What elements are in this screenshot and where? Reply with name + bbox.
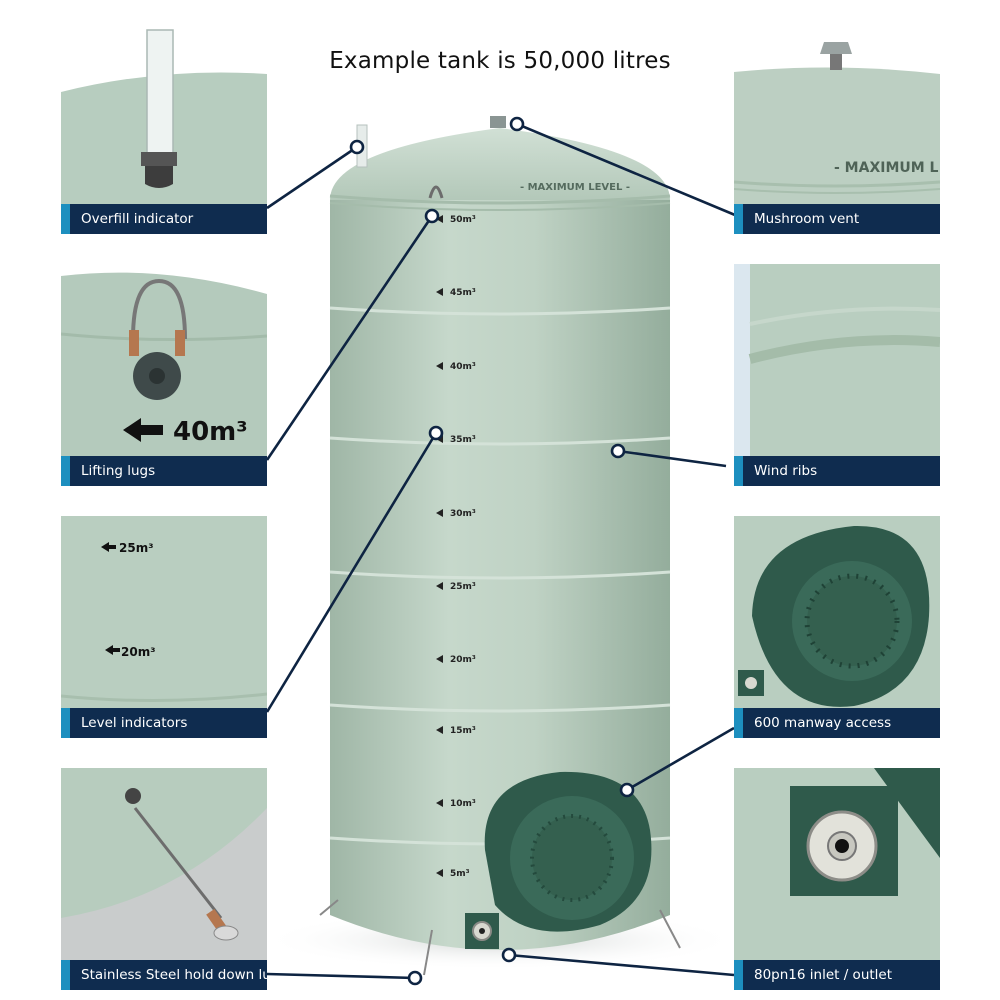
overfill-indicator-illustration: [61, 12, 267, 234]
mushroom-vent-illustration: - MAXIMUM L: [734, 12, 940, 234]
tank-maximum-level-text: - MAXIMUM LEVEL -: [520, 182, 630, 193]
lifting-lugs-illustration: 40m³: [61, 264, 267, 486]
tank-lifting-lug: [428, 185, 444, 199]
overfill-indicator-caption: Overfill indicator: [61, 204, 267, 234]
inlet-outlet-illustration: [734, 768, 940, 990]
level-mark: 35m³: [450, 435, 476, 445]
level-mark: 30m³: [450, 509, 476, 519]
level-mark: 5m³: [450, 869, 470, 879]
panel-manway-access: 600 manway access: [734, 516, 940, 738]
hold-down-lugs-illustration: [61, 768, 267, 990]
tank-level-marks: 50m³ 45m³ 40m³ 35m³ 30m³ 25m³ 20m³ 15m³ …: [450, 215, 476, 879]
lifting-lugs-caption: Lifting lugs: [61, 456, 267, 486]
callout-dots: [349, 116, 635, 986]
wind-ribs-caption: Wind ribs: [734, 456, 940, 486]
level-indicator-mark-25: 25m³: [119, 541, 153, 555]
inlet-outlet-caption: 80pn16 inlet / outlet: [734, 960, 940, 990]
callout-holddown: [266, 972, 416, 980]
level-mark: 40m³: [450, 362, 476, 372]
panel-level-indicators: 25m³ 20m³ Level indicators: [61, 516, 267, 738]
tank-dome: [330, 128, 670, 200]
callout-manway: [626, 726, 735, 792]
level-mark: 15m³: [450, 726, 476, 736]
callout-inlet: [508, 953, 735, 977]
lifting-lugs-detail-text: 40m³: [173, 417, 248, 447]
wind-ribs-illustration: [734, 264, 940, 486]
panel-mushroom-vent: - MAXIMUM L Mushroom vent: [734, 12, 940, 234]
tank-hold-down-lug: [423, 929, 433, 976]
level-mark: 20m³: [450, 655, 476, 665]
level-indicators-illustration: 25m³ 20m³: [61, 516, 267, 738]
callout-vent: [516, 122, 736, 217]
panel-overfill-indicator: Overfill indicator: [61, 12, 267, 234]
panel-inlet-outlet: 80pn16 inlet / outlet: [734, 768, 940, 990]
level-indicators-caption: Level indicators: [61, 708, 267, 738]
callout-lifting: [265, 215, 434, 461]
tank-inlet: [465, 913, 499, 949]
tank-manway: [484, 771, 652, 932]
tank-vent: [490, 116, 506, 128]
callout-lines: [265, 122, 736, 980]
callout-wind: [617, 449, 727, 468]
level-mark: 25m³: [450, 582, 476, 592]
level-mark: 45m³: [450, 288, 476, 298]
panel-wind-ribs: Wind ribs: [734, 264, 940, 486]
callout-overfill: [266, 145, 358, 210]
level-indicator-mark-20: 20m³: [121, 645, 155, 659]
panel-lifting-lugs: 40m³ Lifting lugs: [61, 264, 267, 486]
panel-hold-down-lugs: Stainless Steel hold down lugs: [61, 768, 267, 990]
callout-level: [265, 432, 438, 713]
mushroom-vent-detail-text: - MAXIMUM L: [834, 160, 939, 176]
level-mark: 10m³: [450, 799, 476, 809]
page-title: Example tank is 50,000 litres: [329, 48, 671, 74]
manway-access-caption: 600 manway access: [734, 708, 940, 738]
manway-access-illustration: [734, 516, 940, 738]
tank-body: [330, 200, 670, 950]
hold-down-lugs-caption: Stainless Steel hold down lugs: [61, 960, 267, 990]
level-mark: 50m³: [450, 215, 476, 225]
mushroom-vent-caption: Mushroom vent: [734, 204, 940, 234]
